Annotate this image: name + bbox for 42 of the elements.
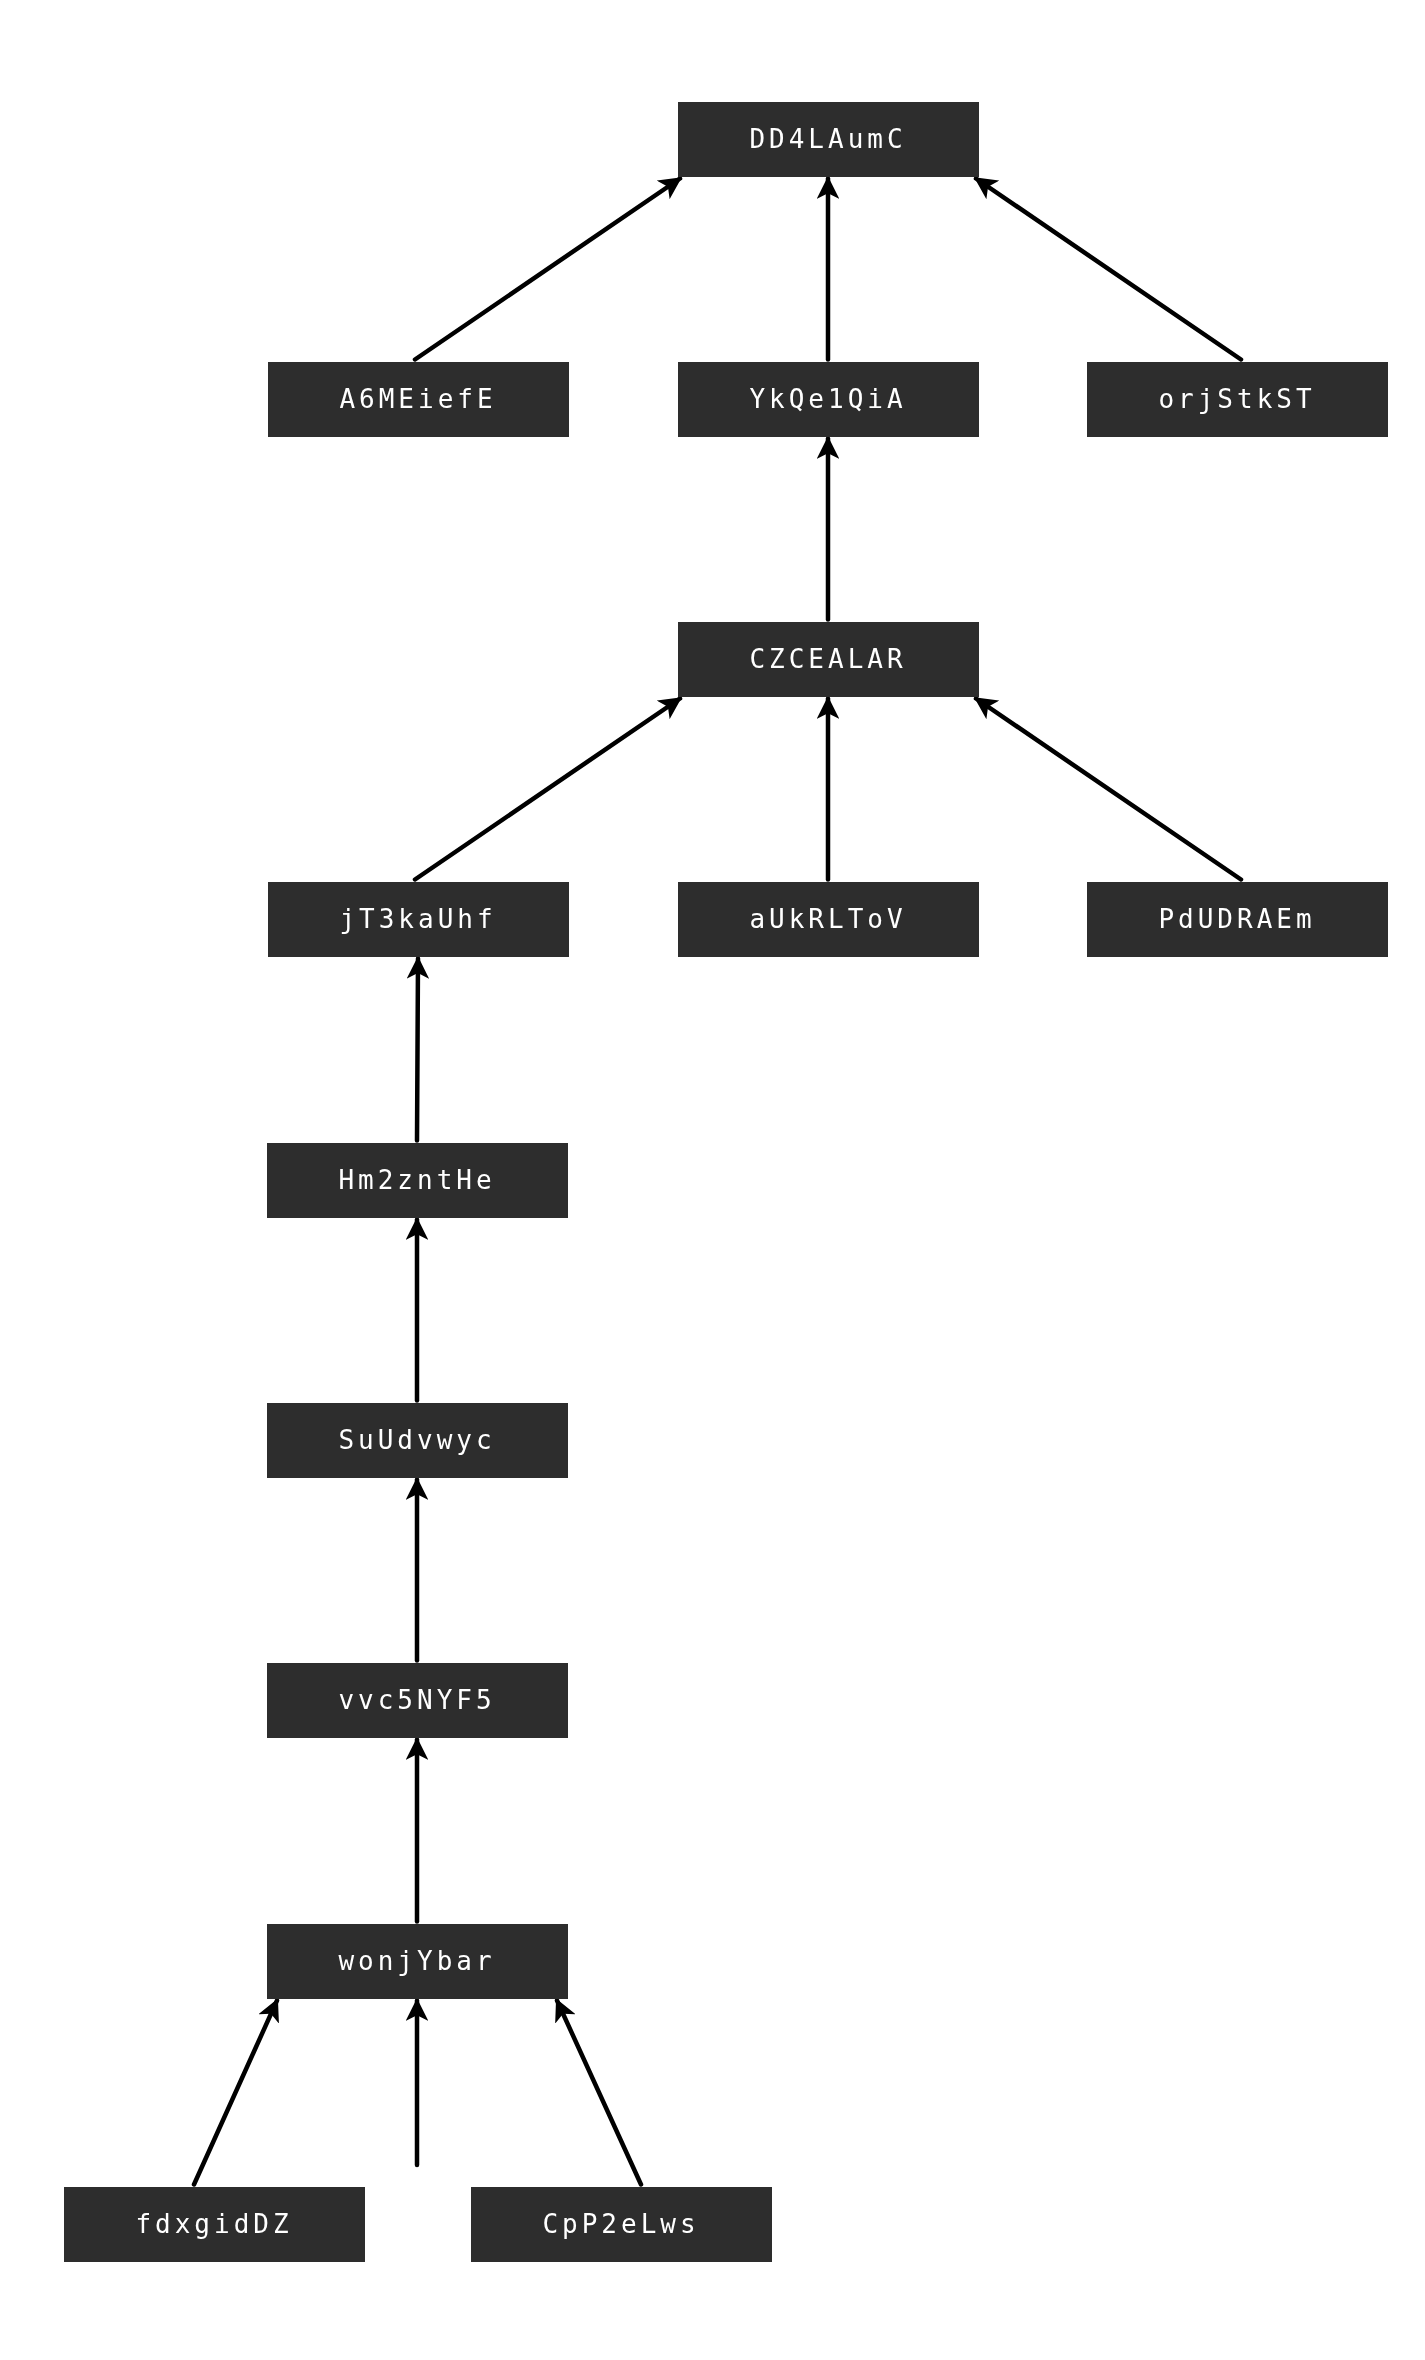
process-box <box>1086 881 1388 957</box>
node-label: CZCEALAR <box>749 644 907 674</box>
process-box <box>267 881 569 957</box>
node-label: A6MEiefE <box>339 384 497 414</box>
process-box <box>63 2186 365 2262</box>
node-label: orjStkST <box>1158 384 1316 414</box>
node-label: Hm2zntHe <box>338 1165 496 1195</box>
arrow <box>412 696 683 882</box>
process-box <box>266 1662 568 1738</box>
process-box <box>267 361 569 437</box>
node-label: PdUDRAEm <box>1158 904 1316 934</box>
arrow <box>406 956 430 1143</box>
arrow <box>191 1998 280 2187</box>
node-label: jT3kaUhf <box>339 904 497 934</box>
arrow <box>405 1998 429 2168</box>
arrow <box>973 176 1244 362</box>
node-label: fdxgidDZ <box>135 2209 293 2239</box>
arrow <box>816 176 840 362</box>
node-label: vvc5NYF5 <box>338 1685 496 1715</box>
arrow <box>973 696 1244 882</box>
node-label: CpP2eLws <box>542 2209 700 2239</box>
node-label: SuUdvwyc <box>338 1425 496 1455</box>
arrow <box>554 1998 644 2187</box>
process-box <box>677 101 979 177</box>
node-label: YkQe1QiA <box>749 384 907 414</box>
node-label: DD4LAumC <box>749 124 907 154</box>
arrow <box>816 696 840 882</box>
arrow <box>405 1477 429 1663</box>
process-box <box>677 361 979 437</box>
process-box <box>266 1142 568 1218</box>
process-box <box>266 1402 568 1478</box>
arrow <box>405 1217 429 1403</box>
arrow <box>412 176 683 362</box>
process-box <box>677 621 979 697</box>
node-label: aUkRLToV <box>749 904 907 934</box>
process-box <box>266 1923 568 1999</box>
arrow <box>405 1737 429 1924</box>
arrow <box>816 436 840 622</box>
process-box <box>1086 361 1388 437</box>
process-box <box>470 2186 772 2262</box>
node-label: wonjYbar <box>338 1946 496 1976</box>
process-box <box>677 881 979 957</box>
